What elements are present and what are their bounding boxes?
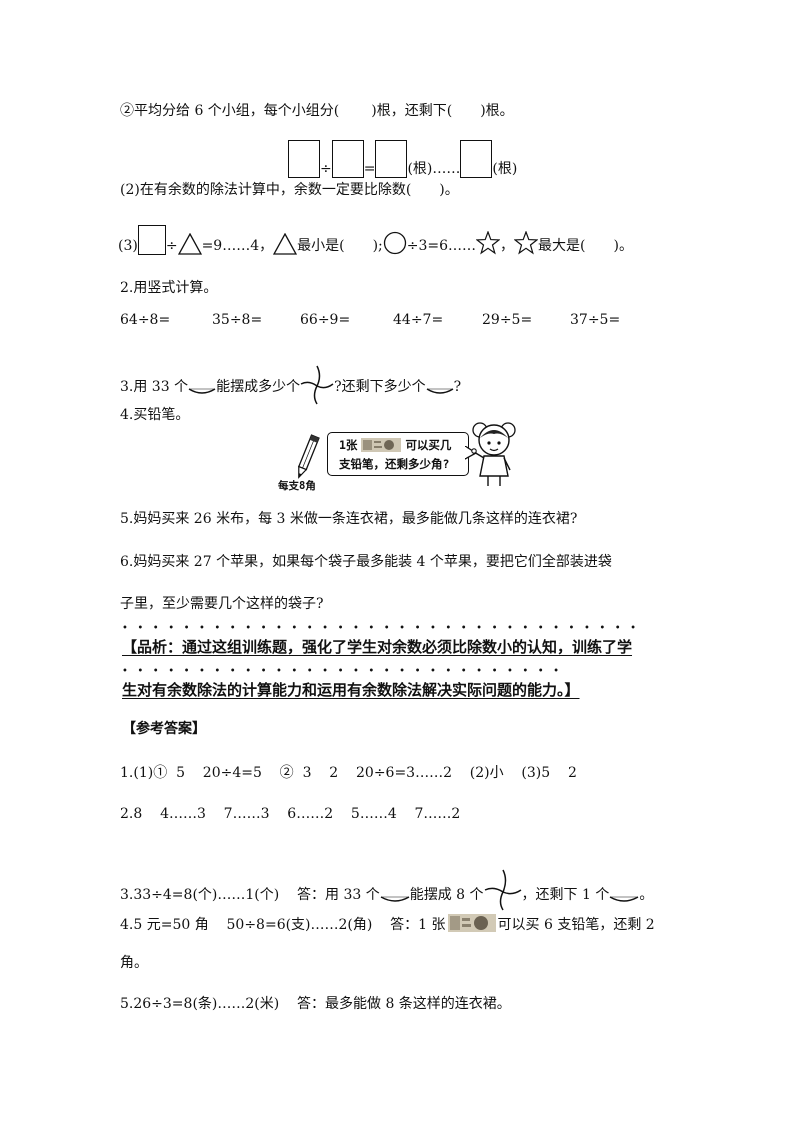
answer-box[interactable] bbox=[460, 140, 493, 178]
answer-4: 4.5 元=50 角 50÷8=6(支)……2(角) 答：1 张 可以买 6 支… bbox=[120, 912, 655, 934]
question-1-2b: (2)在有余数的除法计算中，余数一定要比除数( )。 bbox=[120, 181, 459, 199]
q1-2-formula: ÷ = (根)…… (根) bbox=[288, 140, 517, 178]
q3-b: 能摆成多少个 bbox=[216, 379, 301, 395]
banknote-icon bbox=[361, 438, 402, 452]
answer-box[interactable] bbox=[137, 225, 166, 255]
bubble-line-1: 1张 可以买几 bbox=[339, 437, 451, 453]
answer-1-text: 1.(1)① 5 20÷4=5 ② 3 2 20÷6=3……2 (2)小 (3)… bbox=[120, 765, 577, 781]
star-icon bbox=[476, 231, 501, 255]
q4-title: 4.买铅笔。 bbox=[120, 407, 190, 423]
answer-box[interactable] bbox=[375, 140, 408, 178]
analysis-line-2: 生对有余数除法的计算能力和运用有余数除法解决实际问题的能力。】 bbox=[122, 681, 580, 699]
pinwheel-icon bbox=[484, 869, 521, 911]
answer-5-text: 5.26÷3=8(条)……2(米) 答：最多能做 8 条这样的连衣裙。 bbox=[120, 996, 511, 1012]
unit-2: (根) bbox=[492, 161, 518, 177]
q1-3-t5: ， bbox=[500, 238, 515, 254]
star-icon bbox=[514, 231, 539, 255]
stick-icon bbox=[380, 896, 410, 902]
q1-2-text-c: )根。 bbox=[480, 103, 514, 119]
question-6-line-1: 6.妈妈买来 27 个苹果，如果每个袋子最多能装 4 个苹果，要把它们全部装进袋 bbox=[120, 553, 612, 571]
question-5: 5.妈妈买来 26 米布，每 3 米做一条连衣裙，最多能做几条这样的连衣裙? bbox=[120, 510, 577, 528]
answer-3-c: ，还剩下 1 个 bbox=[521, 887, 610, 903]
answer-3-d: 。 bbox=[639, 887, 654, 903]
q1-2b-text: (2)在有余数的除法计算中，余数一定要比除数( )。 bbox=[120, 182, 459, 198]
answer-4-a: 4.5 元=50 角 50÷8=6(支)……2(角) 答：1 张 bbox=[120, 917, 446, 933]
stick-icon bbox=[188, 388, 216, 394]
answer-1: 1.(1)① 5 20÷4=5 ② 3 2 20÷6=3……2 (2)小 (3)… bbox=[120, 764, 577, 782]
answer-3-b: 能摆成 8 个 bbox=[409, 887, 484, 903]
question-3: 3.用 33 个 能摆成多少个 ?还剩下多少个 ? bbox=[120, 364, 462, 405]
analysis-line-1: 【品析：通过这组训练题，强化了学生对余数必须比除数小的认知，训练了学 bbox=[122, 638, 633, 656]
q1-3-t1: ÷ bbox=[165, 238, 178, 254]
calc-item: 44÷7= bbox=[393, 312, 444, 328]
answer-2: 2.8 4……3 7……3 6……2 5……4 7……2 bbox=[120, 805, 460, 823]
eq-sign: = bbox=[363, 161, 376, 177]
question-6-line-2: 子里，至少需要几个这样的袋子? bbox=[120, 595, 324, 613]
question-2-title: 2.用竖式计算。 bbox=[120, 279, 217, 297]
q3-c: ?还剩下多少个 bbox=[334, 379, 426, 395]
answer-box[interactable] bbox=[331, 140, 364, 178]
question-1-2: ②平均分给 6 个小组，每个小组分( )根，还剩下( )根。 bbox=[120, 102, 514, 120]
answers-title-text: 【参考答案】 bbox=[122, 721, 206, 737]
q1-3-t3: 最小是( ); bbox=[297, 238, 383, 254]
q1-3-t4: ÷3=6…… bbox=[406, 238, 477, 254]
q5-text: 5.妈妈买来 26 米布，每 3 米做一条连衣裙，最多能做几条这样的连衣裙? bbox=[120, 511, 578, 527]
answer-5: 5.26÷3=8(条)……2(米) 答：最多能做 8 条这样的连衣裙。 bbox=[120, 995, 511, 1013]
q6-line-1: 6.妈妈买来 27 个苹果，如果每个袋子最多能装 4 个苹果，要把它们全部装进袋 bbox=[120, 554, 612, 570]
q1-3-t2: =9……4， bbox=[201, 238, 274, 254]
calc-item: 64÷8= bbox=[120, 312, 171, 328]
answer-2-text: 2.8 4……3 7……3 6……2 5……4 7……2 bbox=[120, 806, 461, 822]
calc-item: 35÷8= bbox=[212, 312, 263, 328]
answers-title: 【参考答案】 bbox=[122, 720, 206, 738]
q1-2-text-b: )根，还剩下( bbox=[371, 103, 453, 119]
unit-1: (根)…… bbox=[407, 161, 461, 177]
answer-4-b: 可以买 6 支铅笔，还剩 2 bbox=[497, 917, 655, 933]
pinwheel-icon bbox=[300, 365, 334, 405]
q2-title: 2.用竖式计算。 bbox=[120, 280, 218, 296]
triangle-icon bbox=[273, 233, 298, 255]
stick-icon bbox=[426, 388, 453, 394]
circle-icon bbox=[383, 231, 406, 255]
calc-item: 66÷9= bbox=[300, 312, 351, 328]
q1-2-text-a: ②平均分给 6 个小组，每个小组分( bbox=[120, 103, 340, 119]
bubble-text-b: 可以买几 bbox=[405, 438, 452, 452]
div-sign: ÷ bbox=[320, 161, 332, 177]
answer-3: 3.33÷4=8(个)……1(个) 答：用 33 个 能摆成 8 个 ，还剩下 … bbox=[120, 868, 654, 911]
emphasis-dots: ••••••••••••••••••••••••••••• bbox=[122, 666, 569, 677]
calc-row: 64÷8= 35÷8= 66÷9= 44÷7= 29÷5= 37÷5= bbox=[120, 312, 640, 332]
pencil-caption: 每支8角 bbox=[278, 480, 316, 492]
q3-a: 3.用 33 个 bbox=[120, 379, 189, 395]
answer-4-line-2-text: 角。 bbox=[120, 955, 148, 971]
q1-3-prefix: (3) bbox=[118, 238, 138, 254]
q6-line-2: 子里，至少需要几个这样的袋子? bbox=[120, 596, 324, 612]
answer-4-line-2: 角。 bbox=[120, 954, 148, 972]
bubble-line-2: 支铅笔，还剩多少角? bbox=[339, 457, 450, 471]
q3-d: ? bbox=[453, 379, 462, 395]
q1-3-t6: 最大是( )。 bbox=[538, 238, 633, 254]
calc-item: 37÷5= bbox=[570, 312, 621, 328]
triangle-icon bbox=[177, 233, 202, 255]
question-4-title: 4.买铅笔。 bbox=[120, 406, 189, 424]
pencil-icon bbox=[297, 434, 320, 479]
bubble-tail bbox=[465, 446, 477, 460]
banknote-icon bbox=[447, 914, 496, 932]
answer-box[interactable] bbox=[288, 140, 320, 178]
question-1-3: (3) ÷ =9……4， 最小是( ); ÷3=6…… ， 最大是( )。 bbox=[118, 225, 633, 255]
girl-icon bbox=[471, 422, 516, 486]
bubble-text-a: 1张 bbox=[339, 438, 358, 452]
answer-3-a: 3.33÷4=8(个)……1(个) 答：用 33 个 bbox=[120, 887, 380, 903]
calc-item: 29÷5= bbox=[482, 312, 533, 328]
emphasis-dots: •••••••••••••••••••••••••••••••••• bbox=[122, 623, 646, 634]
stick-icon bbox=[609, 896, 639, 902]
